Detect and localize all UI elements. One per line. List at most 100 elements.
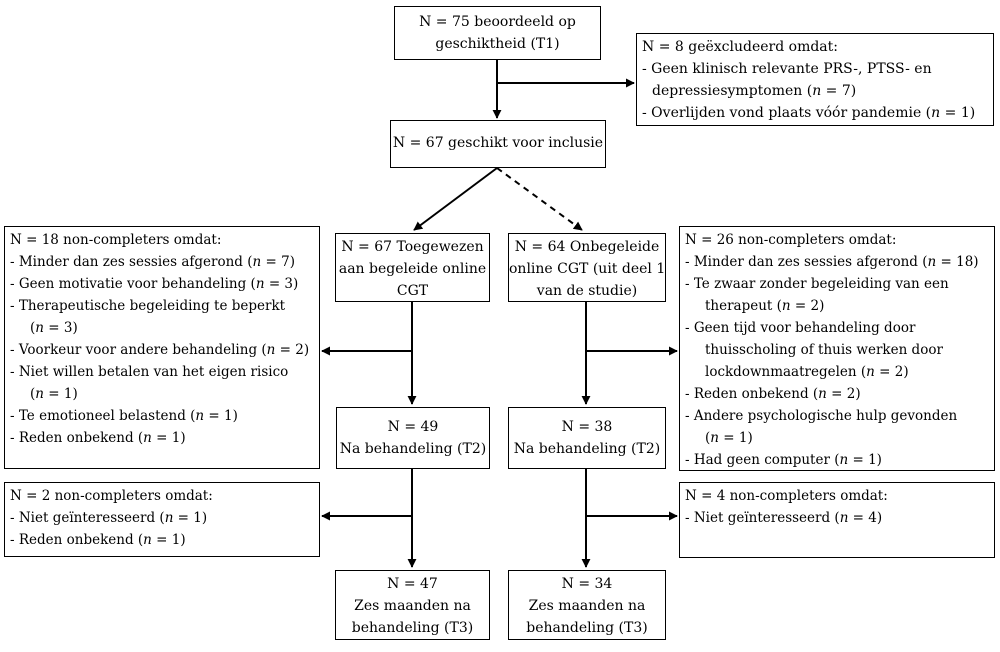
box-guided-post-line-1: N = 49 (387, 419, 439, 435)
box-left-noncompleters-2: N = 2 non-completers omdat: - Niet geïnt… (4, 482, 320, 557)
box-unguided-line-1: N = 64 Onbegeleide (514, 239, 660, 255)
left-nc1-item-1-rest: = 7) (261, 254, 295, 270)
box-guided-line-2: aan begeleide online (338, 261, 487, 277)
box-excluded: N = 8 geëxcludeerd omdat: - Geen klinisc… (636, 33, 994, 126)
excluded-item-1-n: n (812, 83, 822, 99)
box-eligible-line-1: N = 67 geschikt voor inclusie (392, 135, 604, 151)
box-guided-followup-line-1: N = 47 (387, 576, 438, 592)
box-unguided-followup-line-3: behandeling (T3) (526, 620, 648, 636)
left-nc1-item-2: - Geen motivatie voor behandeling (n = 3… (10, 273, 315, 295)
left-nc1-item-7: - Reden onbekend (n = 1) (10, 427, 315, 449)
arrow-eligible-to-guided (413, 167, 498, 231)
right-nc1-item-5-n: n (710, 430, 719, 446)
right-nc1-item-6: - Had geen computer (n = 1) (685, 449, 990, 471)
left-nc1-item-6-rest: = 1) (204, 408, 238, 424)
left-nc1-item-5-cont-pre: ( (30, 386, 36, 402)
left-nc1-item-3: - Therapeutische begeleiding te beperkt (… (10, 295, 315, 339)
box-eligible: N = 67 geschikt voor inclusie (390, 120, 606, 168)
left-nc1-item-2-n: n (255, 276, 265, 292)
right-nc1-item-5-rest: = 1) (718, 430, 753, 446)
left-nc2-item-1: - Niet geïnteresseerd (n = 1) (10, 507, 315, 529)
right-nc1-item-3-rest: = 2) (874, 364, 909, 380)
right-nc1-item-4: - Reden onbekend (n = 2) (685, 383, 990, 405)
left-nc1-title: N = 18 non-completers omdat: (10, 232, 222, 248)
right-nc1-item-2-rest: = 2) (790, 298, 825, 314)
right-nc2-item-1-rest: = 4) (848, 510, 883, 526)
arrow-eligible-to-unguided-dashed (496, 167, 583, 231)
box-guided-post-line-2: Na behandeling (T2) (339, 441, 487, 457)
box-guided-followup-line-3: behandeling (T3) (351, 620, 474, 636)
left-nc2-item-1-text: - Niet geïnteresseerd ( (10, 510, 165, 526)
box-unguided-post-line-2: Na behandeling (T2) (513, 441, 661, 457)
right-nc1-item-1-text: - Minder dan zes sessies afgerond ( (685, 254, 928, 270)
right-nc1-item-6-rest: = 1) (848, 452, 882, 468)
right-nc1-item-4-n: n (818, 386, 827, 402)
right-nc1-title: N = 26 non-completers omdat: (685, 232, 897, 248)
box-guided-line-1: N = 67 Toegewezen (341, 239, 484, 255)
right-nc1-item-2: - Te zwaar zonder begeleiding van een the… (685, 273, 990, 317)
left-nc1-item-6-n: n (195, 408, 205, 424)
left-nc1-item-1: - Minder dan zes sessies afgerond (n = 7… (10, 251, 315, 273)
box-guided-followup-line-2: Zes maanden na (354, 598, 471, 614)
left-nc1-item-5-text: - Niet willen betalen van het eigen risi… (10, 364, 289, 380)
left-nc1-item-1-text: - Minder dan zes sessies afgerond ( (10, 254, 253, 270)
right-nc1-item-5-cont-pre: ( (705, 430, 711, 446)
left-nc2-item-2-rest: = 1) (151, 532, 186, 548)
box-left-noncompleters-1: N = 18 non-completers omdat: - Minder da… (4, 226, 320, 469)
box-unguided-line-3: van de studie) (536, 283, 638, 299)
left-nc1-item-2-text: - Geen motivatie voor behandeling ( (10, 276, 256, 292)
box-assessed: N = 75 beoordeeld op geschiktheid (T1) (394, 6, 601, 60)
right-nc1-item-2-n: n (781, 298, 791, 314)
left-nc2-item-1-n: n (164, 510, 174, 526)
left-nc1-item-7-n: n (143, 430, 152, 446)
left-nc1-item-1-n: n (252, 254, 262, 270)
left-nc1-item-4-text: - Voorkeur voor andere behandeling ( (10, 342, 267, 358)
right-nc1-item-4-rest: = 2) (826, 386, 861, 402)
right-nc1-item-6-n: n (839, 452, 849, 468)
right-nc1-item-1-rest: = 18) (936, 254, 979, 270)
left-nc1-item-3-rest: = 3) (43, 320, 78, 336)
left-nc1-item-7-text: - Reden onbekend ( (10, 430, 144, 446)
excluded-item-2-rest: = 1) (940, 105, 976, 121)
box-unguided-followup-line-2: Zes maanden na (528, 598, 646, 614)
box-excluded-title: N = 8 geëxcludeerd omdat: (642, 39, 838, 55)
left-nc1-item-3-text: - Therapeutische begeleiding te beperkt (10, 298, 286, 314)
box-guided: N = 67 Toegewezen aan begeleide online C… (335, 233, 490, 302)
box-right-noncompleters-1: N = 26 non-completers omdat: - Minder da… (679, 226, 995, 471)
right-nc1-item-1-n: n (927, 254, 937, 270)
box-unguided-post-line-1: N = 38 (561, 419, 613, 435)
excluded-item-1-rest: = 7) (821, 83, 857, 99)
right-nc1-item-2-cont: therapeut (n = 2) (695, 295, 990, 317)
right-nc1-item-2-text: - Te zwaar zonder begeleiding van een (685, 276, 949, 292)
left-nc2-item-2: - Reden onbekend (n = 1) (10, 529, 315, 551)
left-nc1-item-5-n: n (35, 386, 44, 402)
left-nc1-item-5-rest: = 1) (43, 386, 78, 402)
right-nc1-item-3-cont-line: thuisscholing of thuis werken door (705, 342, 943, 358)
left-nc1-item-2-rest: = 3) (264, 276, 299, 292)
right-nc1-item-5-text: - Andere psychologische hulp gevonden (685, 408, 958, 424)
left-nc2-title: N = 2 non-completers omdat: (10, 488, 213, 504)
right-nc1-item-4-text: - Reden onbekend ( (685, 386, 819, 402)
left-nc2-item-1-rest: = 1) (173, 510, 208, 526)
left-nc1-item-3-cont: (n = 3) (20, 317, 315, 339)
left-nc1-item-5: - Niet willen betalen van het eigen risi… (10, 361, 315, 405)
left-nc1-item-3-cont-pre: ( (30, 320, 36, 336)
right-nc2-title: N = 4 non-completers omdat: (685, 488, 888, 504)
left-nc2-item-2-text: - Reden onbekend ( (10, 532, 144, 548)
right-nc1-item-5-cont: (n = 1) (695, 427, 990, 449)
excluded-item-1-text: - Geen klinisch relevante PRS-, PTSS- en (642, 61, 932, 77)
box-guided-line-3: CGT (396, 283, 429, 299)
excluded-item-1-cont: depressiesymptomen ( (652, 83, 813, 99)
right-nc1-item-5: - Andere psychologische hulp gevonden (n … (685, 405, 990, 449)
box-right-noncompleters-2: N = 4 non-completers omdat: - Niet geïnt… (679, 482, 995, 558)
right-nc1-item-6-text: - Had geen computer ( (685, 452, 840, 468)
excluded-item-1: - Geen klinisch relevante PRS-, PTSS- en… (642, 58, 989, 102)
left-nc1-item-5-cont: (n = 1) (20, 383, 315, 405)
excluded-item-2-text: - Overlijden vond plaats vóór pandemie ( (642, 105, 932, 121)
right-nc1-item-2-cont-pre: therapeut ( (705, 298, 782, 314)
box-unguided: N = 64 Onbegeleide online CGT (uit deel … (508, 233, 666, 302)
box-unguided-line-2: online CGT (uit deel 1 (509, 261, 666, 277)
right-nc1-item-3-cont: lockdownmaatregelen (n = 2) (695, 361, 990, 383)
right-nc1-item-3-cont-pre: lockdownmaatregelen ( (705, 364, 867, 380)
